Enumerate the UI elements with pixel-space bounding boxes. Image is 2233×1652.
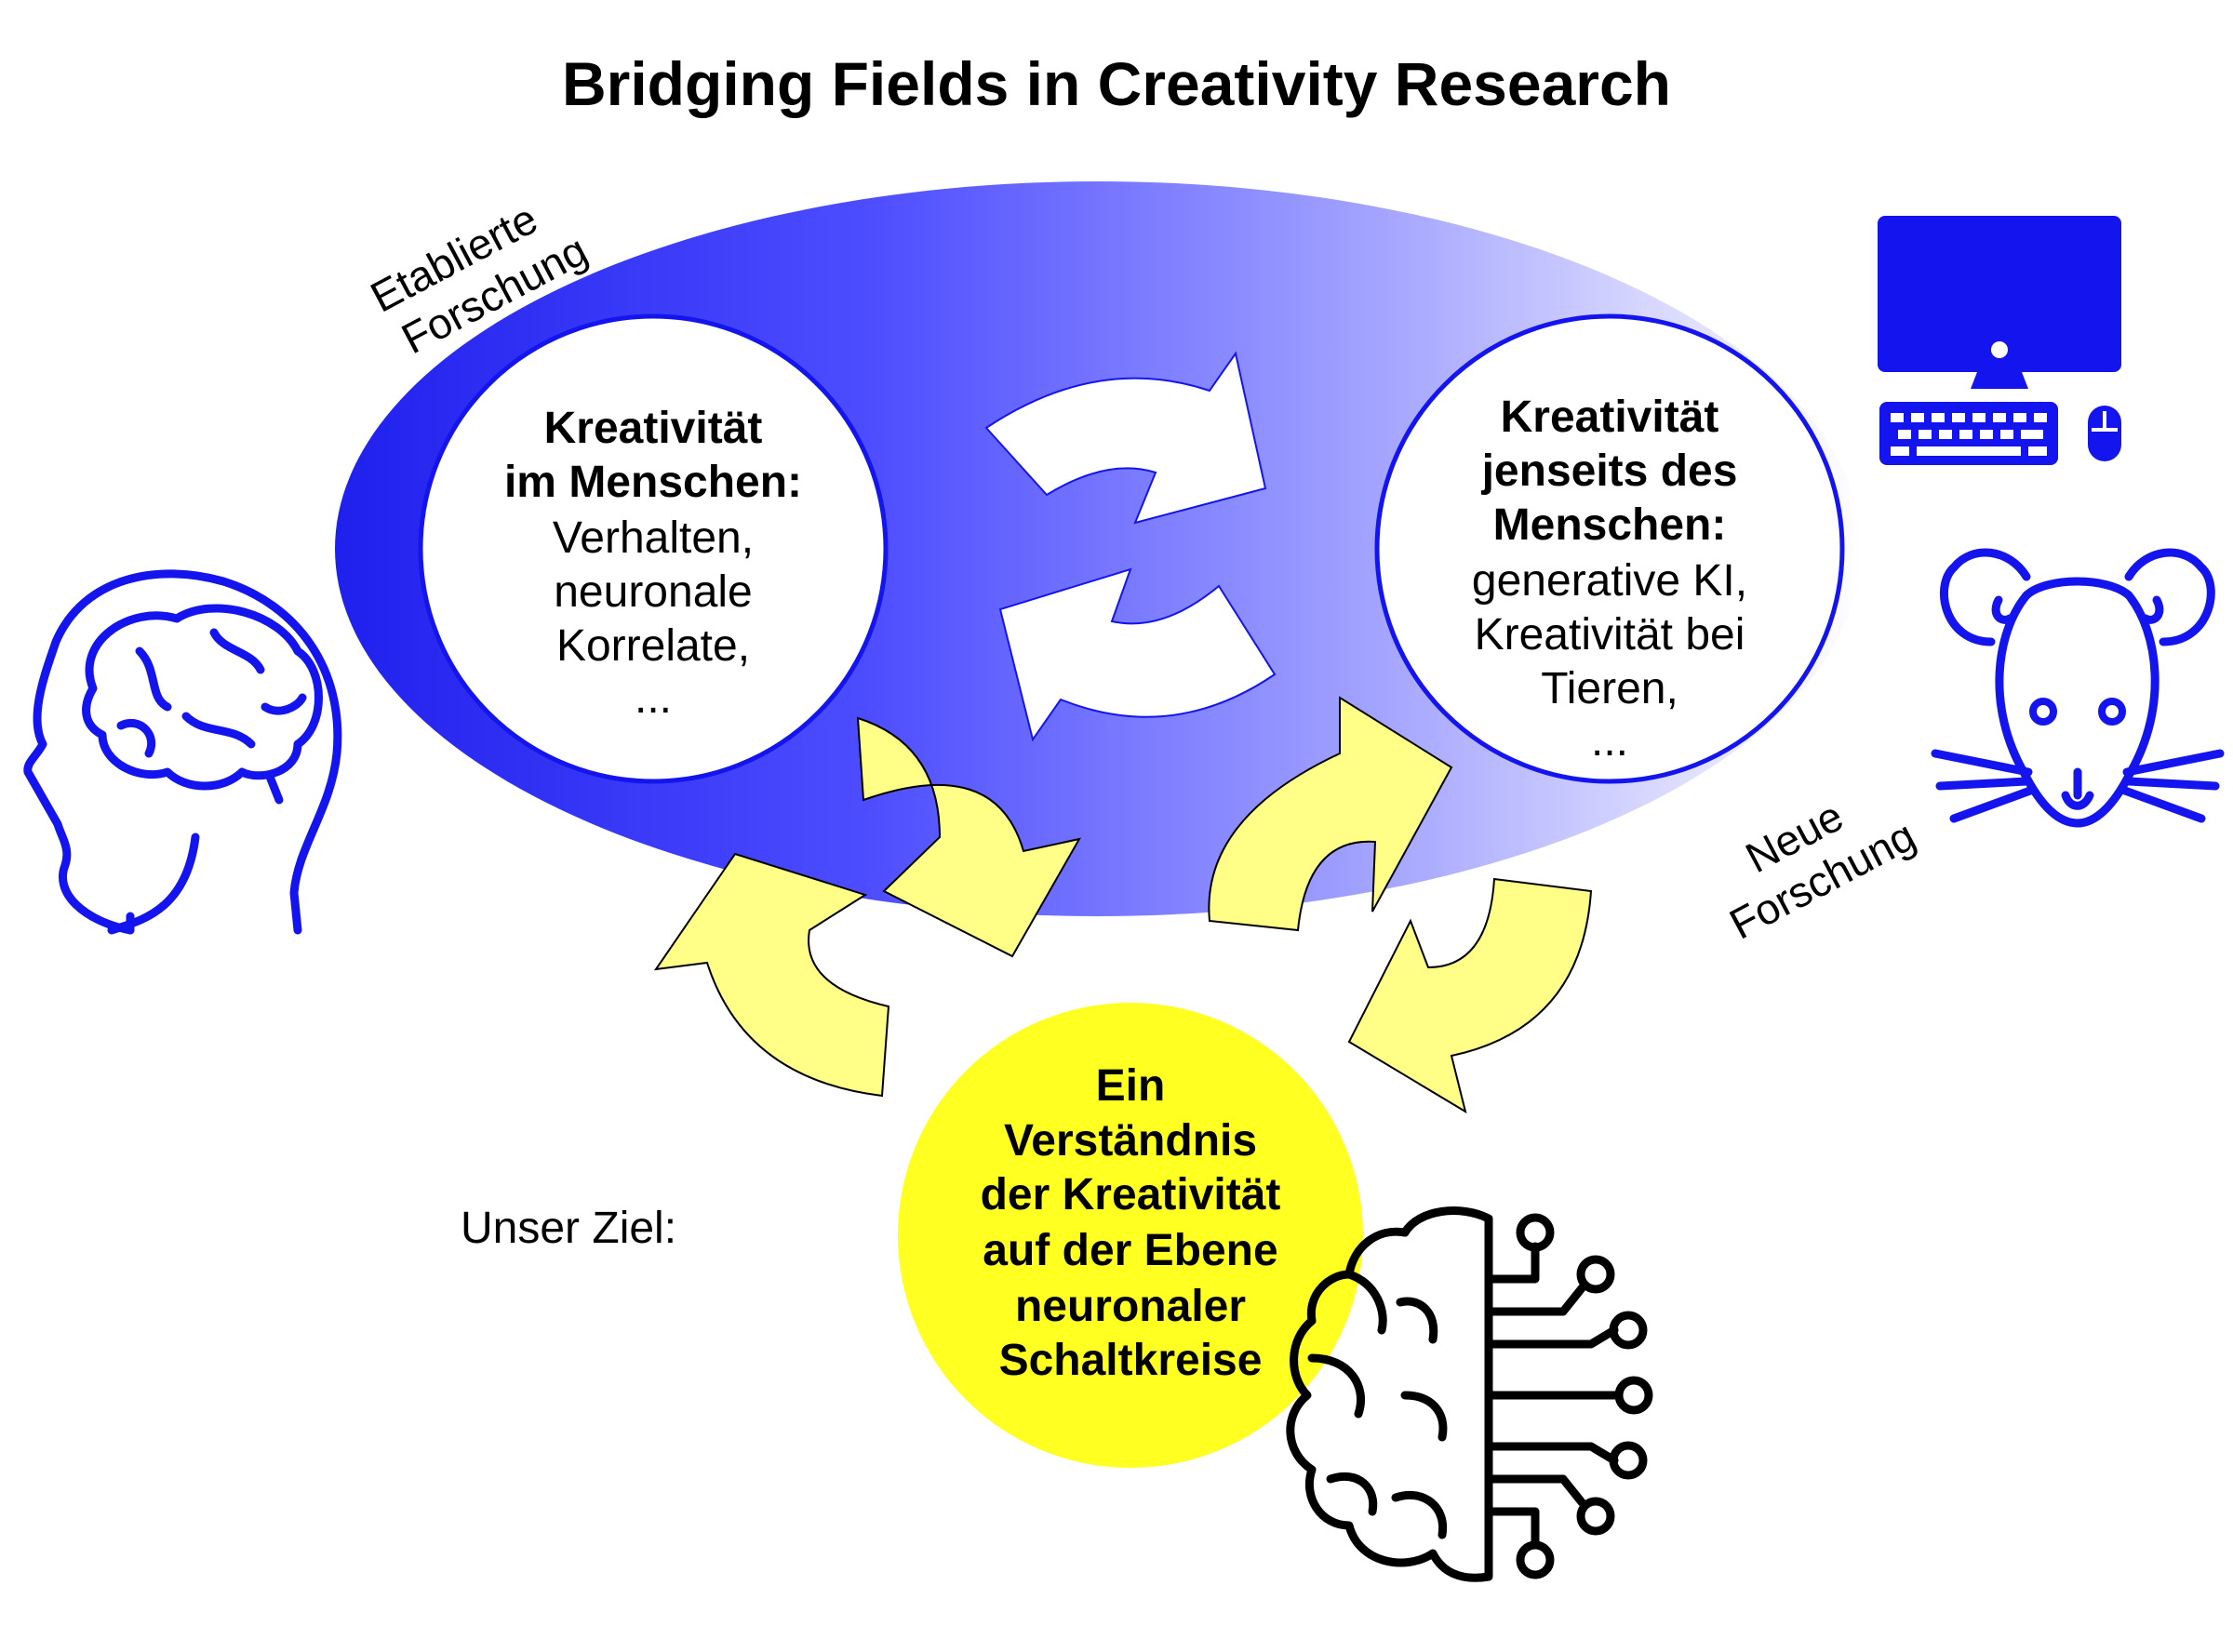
human-circle-line2: im Menschen: [504, 458, 802, 507]
human-circle-line5: Korrelate, [556, 621, 750, 671]
yellow-arrow-right-up [1208, 696, 1453, 932]
mouse-animal-icon [1931, 548, 2225, 828]
goal-circle [898, 1003, 1363, 1468]
beyond-human-creativity-circle [1374, 313, 1845, 784]
goal-circle-line5: neuronaler [1015, 1282, 1246, 1331]
goal-circle-line4: auf der Ebene [983, 1226, 1277, 1275]
human-circle-line3: Verhalten, [553, 513, 754, 563]
beyond-circle-line3: Menschen: [1493, 500, 1727, 550]
ai-circuit-brain-icon [1286, 1206, 1653, 1582]
yellow-arrow-right-down [1347, 877, 1593, 1114]
yellow-arrows [653, 696, 1593, 1114]
computer-icon [1878, 216, 2121, 465]
yellow-arrow-left-down [856, 716, 1081, 958]
new-research-label: Neue Forschung [1721, 792, 1922, 949]
monitor-dot [1991, 341, 2008, 358]
cycle-arrows-icon [984, 351, 1277, 742]
human-circle-line1: Kreativität [544, 404, 763, 453]
human-circle-line6: ... [635, 673, 672, 723]
goal-circle-line3: der Kreativität [981, 1170, 1281, 1219]
goal-circle-line2: Verständnis [1004, 1116, 1257, 1166]
beyond-circle-line2: jenseits des [1481, 446, 1738, 496]
beyond-circle-line6: Tieren, [1541, 664, 1678, 713]
beyond-circle-line1: Kreativität [1501, 393, 1719, 442]
beyond-circle-line7: ... [1591, 716, 1628, 766]
diagram-title: Bridging Fields in Creativity Research [562, 49, 1671, 118]
monitor-screen [1878, 216, 2121, 372]
keyboard-keys [1891, 413, 2047, 456]
cycle-arrow-bottom [998, 567, 1277, 742]
human-brain-head-icon [23, 569, 342, 935]
human-circle-line4: neuronale [554, 567, 753, 617]
yellow-arrow-left-up [653, 852, 890, 1098]
cycle-arrow-top [984, 351, 1267, 525]
computer-mouse [2088, 406, 2121, 461]
goal-circle-line1: Ein [1096, 1061, 1166, 1111]
goal-circle-line6: Schaltkreise [999, 1336, 1263, 1385]
goal-prefix-label: Unser Ziel: [461, 1204, 676, 1253]
human-creativity-circle [418, 313, 889, 784]
beyond-circle-line5: Kreativität bei [1475, 610, 1745, 659]
monitor-stand [1971, 372, 2028, 389]
beyond-circle-line4: generative KI, [1472, 556, 1747, 606]
